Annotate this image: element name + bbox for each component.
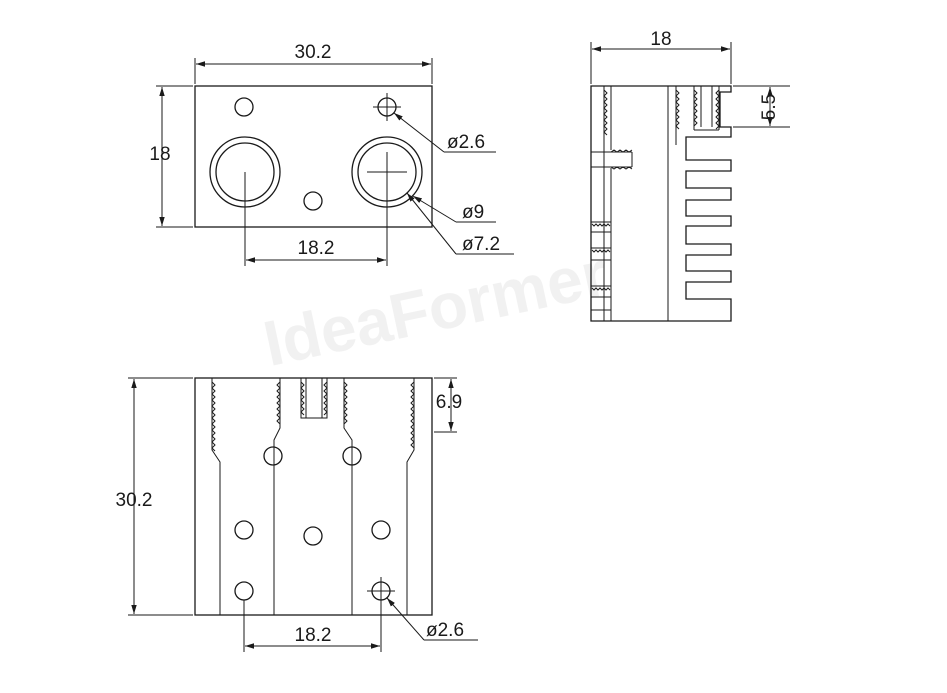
bottom-hole-6	[234, 581, 254, 601]
front-width-dim-label: 30.2	[295, 42, 332, 63]
bottom-thread-depth-dim-label: 6.9	[436, 392, 462, 413]
bottom-view: 30.2 6.9 18.2 ø2.6	[116, 377, 478, 652]
front-small-hole-top-left	[234, 97, 254, 117]
bottom-hole-5	[371, 520, 391, 540]
bottom-height-dim-label: 30.2	[116, 490, 153, 511]
bottom-hole-3	[234, 520, 254, 540]
bottom-spacing-dim-label: 18.2	[295, 625, 332, 646]
side-view: 18 5.5	[590, 29, 790, 322]
side-screw-depth-dim-label: 5.5	[759, 94, 780, 120]
front-view: 30.2 18 18.2 ø2.6 ø9 ø7.2	[149, 42, 514, 266]
front-small-hole-bottom	[303, 191, 323, 211]
front-body-outline	[194, 85, 433, 228]
side-body-outline	[590, 85, 732, 322]
bottom-hole-2	[342, 446, 362, 466]
bottom-hole-4	[303, 526, 323, 546]
front-inner-dia-dim-label: ø7.2	[462, 234, 500, 255]
side-width-dim-label: 18	[650, 29, 671, 50]
front-spacing-dim-label: 18.2	[298, 238, 335, 259]
front-outer-dia-dim-label: ø9	[462, 202, 484, 223]
bottom-body-outline	[194, 377, 433, 616]
bottom-hole-1	[263, 446, 283, 466]
front-small-hole-dim-label: ø2.6	[447, 132, 485, 153]
front-height-dim-label: 18	[149, 144, 170, 165]
bottom-hole-dim-label: ø2.6	[426, 620, 464, 641]
